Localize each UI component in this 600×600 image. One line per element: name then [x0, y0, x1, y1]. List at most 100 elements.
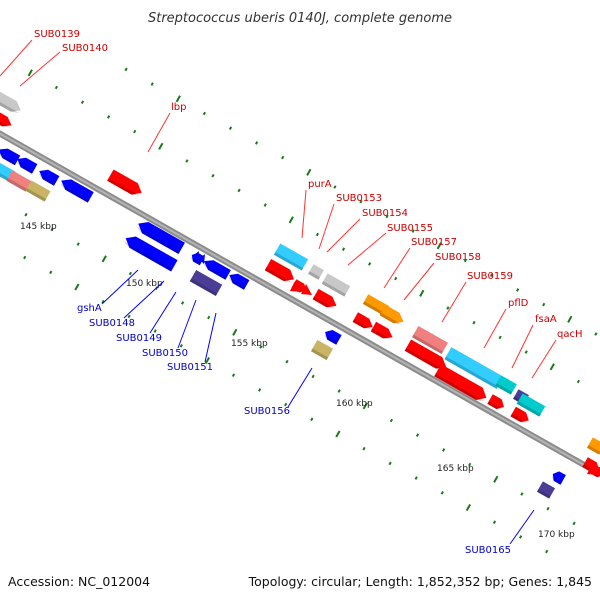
leader-line-forward: [441, 281, 467, 323]
gene-khaki-left[interactable]: [25, 180, 51, 202]
tick-dot: [54, 85, 59, 90]
leader-line-forward: [318, 203, 335, 250]
gene-label-SUB0158[interactable]: SUB0158: [435, 252, 481, 263]
gene-label-SUB0155[interactable]: SUB0155: [387, 223, 433, 234]
tick-dot: [411, 229, 415, 233]
tick-dot: [175, 95, 181, 103]
gene-SUB0150-shade: [202, 263, 227, 280]
gene-pink-left[interactable]: [6, 170, 32, 192]
gene-SUB0165[interactable]: [536, 481, 556, 499]
gene-label-gshA[interactable]: gshA: [77, 303, 102, 314]
gene-SUB0151[interactable]: [189, 269, 223, 297]
gene-SUB0165-b[interactable]: [550, 469, 566, 485]
gene-label-fsaA[interactable]: fsaA: [535, 314, 557, 325]
gene-label-SUB0139[interactable]: SUB0139: [34, 29, 80, 40]
gene-purA[interactable]: [273, 243, 309, 271]
tick-dot: [415, 433, 420, 437]
gene-label-SUB0150[interactable]: SUB0150: [142, 348, 188, 359]
gene-pflD-shade: [444, 356, 499, 389]
gene-red-s2[interactable]: [312, 288, 340, 311]
tick-dot: [594, 332, 598, 336]
tick-dot: [228, 126, 233, 130]
gene-SUB0153[interactable]: [308, 264, 324, 280]
leader-line-reverse: [101, 269, 139, 305]
gene-red-big2[interactable]: [434, 364, 490, 404]
gene-label-SUB0140[interactable]: SUB0140: [62, 43, 108, 54]
gene-red-s3[interactable]: [352, 312, 376, 331]
gene-SUB0140[interactable]: [0, 109, 14, 130]
gene-lbp[interactable]: [107, 169, 145, 198]
gene-SUB0150[interactable]: [201, 256, 231, 280]
gene-red-pur[interactable]: [264, 258, 298, 285]
tick-dot: [232, 328, 238, 336]
gene-red-small[interactable]: [487, 394, 506, 411]
leader-line-forward: [383, 247, 411, 289]
gene-SUB0156[interactable]: [310, 339, 334, 361]
gene-label-SUB0165[interactable]: SUB0165: [465, 545, 511, 556]
tick-dot: [49, 270, 53, 275]
tick-dot: [288, 216, 294, 224]
gene-red-s4-shade: [370, 328, 392, 340]
gene-wedge-0: [290, 281, 301, 292]
gene-SUB0157[interactable]: [379, 304, 407, 327]
gene-gshA[interactable]: [122, 233, 178, 272]
leader-line-reverse: [204, 312, 217, 363]
gene-blue-b-shade: [16, 161, 34, 174]
tick-dot: [254, 141, 259, 145]
gene-label-SUB0156[interactable]: SUB0156: [244, 406, 290, 417]
gene-pflD[interactable]: [444, 347, 504, 389]
reverse-gene-labels: gshA SUB0148 SUB0149 SUB0150 SUB0151 SUB…: [77, 303, 511, 556]
gene-label-SUB0151[interactable]: SUB0151: [167, 362, 213, 373]
gene-label-qacH[interactable]: qacH: [557, 329, 583, 340]
gene-label-SUB0148[interactable]: SUB0148: [89, 318, 135, 329]
gene-label-SUB0149[interactable]: SUB0149: [116, 333, 162, 344]
gene-blue-e[interactable]: [227, 270, 250, 290]
gene-red-big1[interactable]: [404, 339, 450, 372]
label-leader-lines: [0, 39, 557, 545]
gene-SUB0148[interactable]: [135, 218, 185, 255]
gene-label-SUB0159[interactable]: SUB0159: [467, 271, 513, 282]
gene-wedge-1: [301, 284, 312, 295]
gene-blue-b[interactable]: [15, 154, 38, 174]
tick-dot: [492, 520, 497, 524]
gene-SUB0154-shade: [321, 281, 346, 297]
leader-line-reverse: [123, 280, 165, 319]
gene-orange-edge[interactable]: [586, 437, 600, 455]
gene-red-small-shade: [487, 401, 503, 410]
gene-qacH[interactable]: [516, 393, 546, 417]
gene-lbp-shade: [107, 178, 140, 196]
gene-label-SUB0157[interactable]: SUB0157: [411, 237, 457, 248]
gene-SUB0154[interactable]: [321, 273, 351, 297]
tick-dot: [180, 301, 185, 305]
gene-blue-c[interactable]: [37, 166, 60, 186]
gene-label-SUB0153[interactable]: SUB0153: [336, 193, 382, 204]
gene-blue-a-shade: [0, 151, 17, 166]
tick-dot: [263, 203, 267, 207]
gene-SUB0165-b-shade: [551, 476, 562, 485]
tick-dot: [153, 329, 157, 333]
tick-dot: [133, 129, 137, 134]
gene-label-lbp[interactable]: lbp: [171, 102, 186, 113]
gene-label-SUB0154[interactable]: SUB0154: [362, 208, 408, 219]
tick-dot: [567, 315, 573, 323]
gene-blue-d[interactable]: [58, 175, 94, 203]
gene-fsaA-t[interactable]: [495, 375, 517, 395]
leader-line-reverse: [509, 509, 535, 545]
leader-line-forward: [326, 218, 361, 253]
leader-line-forward: [147, 112, 171, 153]
tick-dot: [128, 271, 133, 276]
gene-red-s4[interactable]: [370, 321, 396, 342]
gene-SUB0139[interactable]: [0, 88, 24, 115]
gene-label-purA[interactable]: purA: [308, 179, 332, 190]
gene-blue-head-1: [199, 254, 205, 264]
tick-dot: [441, 448, 446, 452]
gene-SUB0156-b[interactable]: [322, 327, 342, 345]
genome-backbone: [0, 130, 600, 477]
tick-dot: [362, 446, 366, 451]
gene-SUB0159[interactable]: [412, 325, 448, 355]
kbp-tick-labels: 145 kbp 150 kbp 155 kbp 160 kbp 165 kbp …: [20, 222, 575, 540]
gene-blue-a[interactable]: [0, 145, 21, 166]
gene-label-pflD[interactable]: pflD: [508, 298, 529, 309]
gene-red-qac[interactable]: [510, 406, 531, 425]
